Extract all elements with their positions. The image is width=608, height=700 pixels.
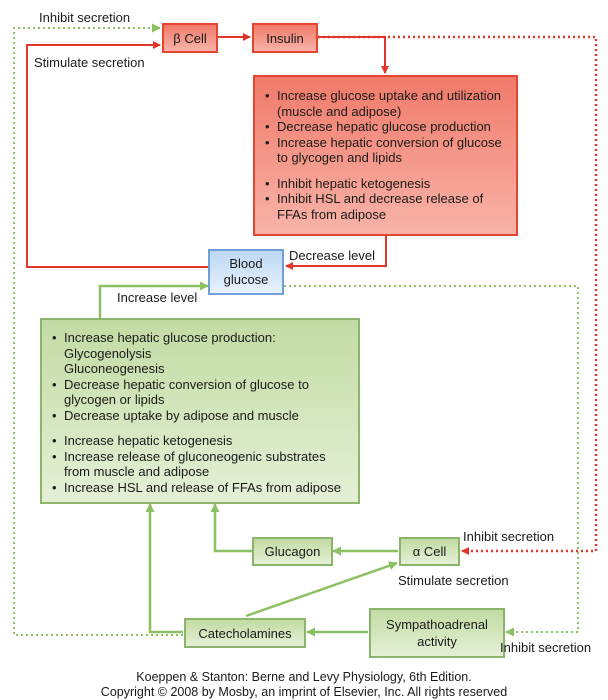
arrow-effects-increase-glucose xyxy=(98,281,209,318)
glucagon-effect-item: Decrease hepatic conversion of glucose t… xyxy=(52,377,352,393)
glucagon-effect-item: Increase release of gluconeogenic substr… xyxy=(52,449,352,465)
glucagon-effect-item: from muscle and adipose xyxy=(64,464,210,479)
inhibit-secretion-top-label: Inhibit secretion xyxy=(39,10,131,25)
glucagon-effect-item: Increase hepatic glucose production: xyxy=(52,330,352,346)
insulin-effect-item: (muscle and adipose) xyxy=(277,103,402,119)
stimulate-secretion-top-label: Stimulate secretion xyxy=(34,55,145,70)
insulin-effect-item: FFAs from adipose xyxy=(277,206,387,222)
insulin-node: Insulin xyxy=(252,23,318,53)
sympathoadrenal-label-line2: activity xyxy=(417,634,457,649)
arrow-insulin-to-effects xyxy=(318,36,389,74)
stimulate-arrow-glucose-to-beta xyxy=(26,41,210,268)
alpha-cell-node: α Cell xyxy=(399,537,460,566)
glucagon-effect-item: Decrease uptake by adipose and muscle xyxy=(52,408,352,424)
increase-level-label: Increase level xyxy=(117,290,198,305)
alpha-cell-label: α Cell xyxy=(412,544,447,559)
insulin-label: Insulin xyxy=(266,30,304,46)
arrow-catecholamines-to-effects xyxy=(145,503,183,634)
catecholamines-label: Catecholamines xyxy=(198,625,292,641)
decrease-level-label: Decrease level xyxy=(289,248,375,263)
blood-glucose-label-line1: Blood xyxy=(229,256,263,271)
insulin-effect-item: Increase hepatic conversion of glucose xyxy=(265,135,510,151)
insulin-effect-item: Increase glucose uptake and utilization xyxy=(265,88,510,104)
inhibit-arrow-insulin-to-alpha xyxy=(318,35,598,555)
insulin-effect-item: to glycogen and lipids xyxy=(277,150,403,165)
citation-line-2: Copyright © 2008 by Mosby, an imprint of… xyxy=(100,685,508,699)
glucagon-effect-item: Gluconeogenesis xyxy=(64,361,165,376)
beta-cell-node: β Cell xyxy=(162,23,218,53)
glucagon-effect-item: glycogen or lipids xyxy=(64,392,165,407)
beta-cell-label: β Cell xyxy=(173,30,207,46)
arrow-effects-decrease-glucose xyxy=(285,236,387,270)
glucagon-node: Glucagon xyxy=(252,537,333,566)
glucagon-effect-item: Increase hepatic ketogenesis xyxy=(52,433,352,449)
insulin-effect-item: Decrease hepatic glucose production xyxy=(265,119,510,135)
stimulate-secretion-alpha-label: Stimulate secretion xyxy=(398,573,509,588)
citation-footer: Koeppen & Stanton: Berne and Levy Physio… xyxy=(0,670,608,700)
glucagon-effect-item: Glycogenolysis xyxy=(64,345,152,361)
inhibit-arrow-glucose-to-sympathoadrenal xyxy=(284,285,579,637)
inhibit-secretion-bottom-label: Inhibit secretion xyxy=(500,640,592,655)
arrow-glucagon-to-effects xyxy=(210,503,252,553)
inhibit-secretion-alpha-label: Inhibit secretion xyxy=(463,529,555,544)
blood-glucose-label-line2: glucose xyxy=(223,272,269,287)
glucagon-effect-item: Increase HSL and release of FFAs from ad… xyxy=(52,480,352,496)
blood-glucose-node: Blood glucose xyxy=(208,249,284,295)
glucagon-label: Glucagon xyxy=(264,544,321,559)
sympathoadrenal-label-line1: Sympathoadrenal xyxy=(386,617,488,632)
sympathoadrenal-node: Sympathoadrenal activity xyxy=(369,608,505,658)
insulin-effect-item: Inhibit hepatic ketogenesis xyxy=(265,176,510,192)
citation-line-1: Koeppen & Stanton: Berne and Levy Physio… xyxy=(136,670,472,684)
glucagon-effects-box: Increase hepatic glucose production: Gly… xyxy=(40,318,360,504)
arrow-catecholamines-to-alpha xyxy=(245,561,398,618)
catecholamines-node: Catecholamines xyxy=(184,618,306,648)
insulin-effect-item: Inhibit HSL and decrease release of xyxy=(265,191,510,207)
insulin-effects-box: Increase glucose uptake and utilization … xyxy=(253,75,518,236)
